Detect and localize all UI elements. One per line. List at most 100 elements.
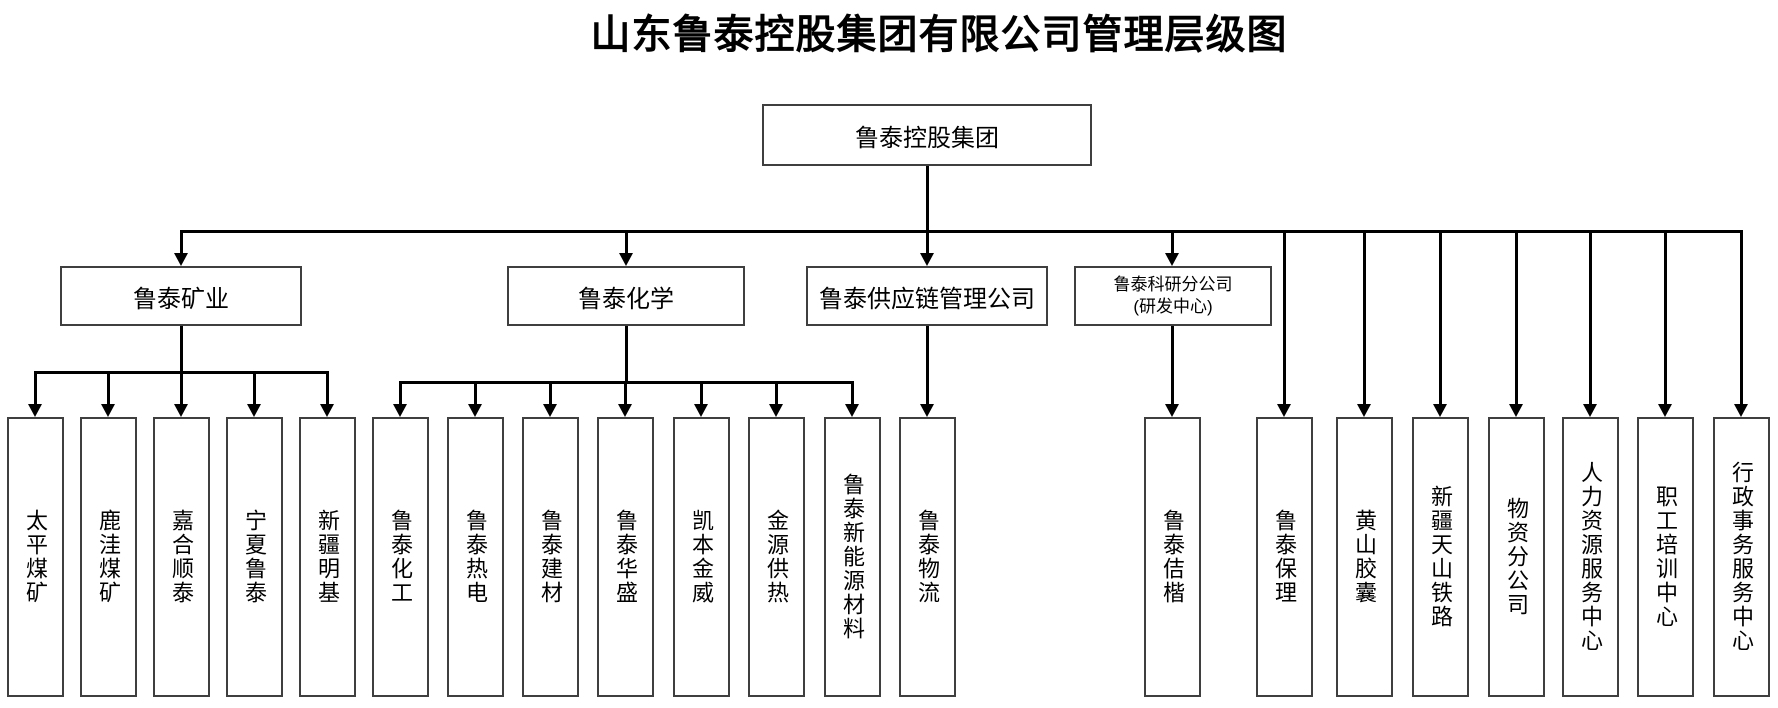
org-headquarters-unit-node: 物资分公司 — [1487, 417, 1545, 697]
arrow-down-icon — [1734, 404, 1748, 417]
connector-vertical-line — [548, 382, 552, 406]
org-subsidiary-node: 鲁泰建材 — [521, 417, 579, 697]
org-headquarters-unit-node: 职工培训中心 — [1636, 417, 1694, 697]
org-headquarters-unit-node: 鲁泰保理 — [1255, 417, 1313, 697]
org-subsidiary-node: 鲁泰热电 — [446, 417, 504, 697]
connector-vertical-line — [1362, 231, 1366, 406]
org-leaf-label: 鲁泰化工 — [388, 509, 413, 605]
connector-vertical-line — [1663, 231, 1667, 406]
arrow-down-icon — [1165, 404, 1179, 417]
org-leaf-label: 鲁泰佶楷 — [1160, 509, 1185, 605]
arrow-down-icon — [1583, 404, 1597, 417]
arrow-down-icon — [845, 404, 859, 417]
org-subsidiary-node: 金源供热 — [747, 417, 805, 697]
arrow-down-icon — [174, 404, 188, 417]
connector-vertical-line — [252, 372, 256, 406]
org-leaf-label: 凯本金威 — [689, 509, 714, 605]
org-leaf-label: 鲁泰华盛 — [613, 509, 638, 605]
arrow-down-icon — [694, 404, 708, 417]
arrow-down-icon — [1433, 404, 1447, 417]
org-leaf-label: 嘉合顺泰 — [169, 509, 194, 605]
connector-vertical-line — [850, 382, 854, 406]
arrow-down-icon — [28, 404, 42, 417]
org-leaf-label: 黄山胶囊 — [1352, 509, 1377, 605]
org-division-node-2: 鲁泰供应链管理公司 — [806, 266, 1048, 326]
org-leaf-label: 鹿洼煤矿 — [96, 509, 121, 605]
org-subsidiary-node: 鲁泰佶楷 — [1143, 417, 1201, 697]
connector-vertical-line — [33, 372, 37, 406]
org-leaf-label: 鲁泰热电 — [463, 509, 488, 605]
connector-vertical-line — [1514, 231, 1518, 406]
connector-vertical-line — [623, 382, 627, 406]
connector-vertical-line — [1438, 231, 1442, 406]
connector-vertical-line — [1170, 231, 1174, 255]
org-root-node: 鲁泰控股集团 — [762, 104, 1092, 166]
arrow-down-icon — [1658, 404, 1672, 417]
arrow-down-icon — [920, 404, 934, 417]
connector-vertical-line — [179, 231, 183, 255]
arrow-down-icon — [393, 404, 407, 417]
connector-vertical-line — [179, 326, 183, 374]
org-leaf-label: 太平煤矿 — [23, 509, 48, 605]
org-headquarters-unit-node: 新疆天山铁路 — [1411, 417, 1469, 697]
root-stem-line — [925, 166, 929, 255]
org-division-node-1: 鲁泰化学 — [507, 266, 745, 326]
org-leaf-label: 鲁泰新能源材料 — [840, 473, 865, 641]
arrow-down-icon — [247, 404, 261, 417]
connector-vertical-line — [624, 231, 628, 255]
org-subsidiary-node: 嘉合顺泰 — [152, 417, 210, 697]
org-headquarters-unit-node: 黄山胶囊 — [1335, 417, 1393, 697]
arrow-down-icon — [1509, 404, 1523, 417]
connector-vertical-line — [624, 326, 628, 384]
connector-vertical-line — [925, 326, 929, 406]
org-subsidiary-node: 鹿洼煤矿 — [79, 417, 137, 697]
connector-vertical-line — [1588, 231, 1592, 406]
main-connector-line — [179, 229, 1743, 233]
org-subsidiary-node: 鲁泰物流 — [898, 417, 956, 697]
org-headquarters-unit-node: 行政事务服务中心 — [1712, 417, 1770, 697]
org-leaf-label: 金源供热 — [764, 509, 789, 605]
org-subsidiary-node: 鲁泰化工 — [371, 417, 429, 697]
org-leaf-label: 鲁泰建材 — [538, 509, 563, 605]
arrow-down-icon — [468, 404, 482, 417]
org-division-node-0: 鲁泰矿业 — [60, 266, 302, 326]
arrow-down-icon — [101, 404, 115, 417]
org-leaf-label: 人力资源服务中心 — [1578, 461, 1603, 653]
org-division-label-line: 鲁泰科研分公司 — [1113, 274, 1233, 294]
org-subsidiary-node: 新疆明基 — [298, 417, 356, 697]
arrow-down-icon — [320, 404, 334, 417]
arrow-down-icon — [619, 253, 633, 266]
arrow-down-icon — [769, 404, 783, 417]
org-headquarters-unit-node: 人力资源服务中心 — [1561, 417, 1619, 697]
org-division-node-3: 鲁泰科研分公司 (研发中心) — [1074, 266, 1272, 326]
arrow-down-icon — [1165, 253, 1179, 266]
arrow-down-icon — [543, 404, 557, 417]
org-division-label-line: (研发中心) — [1133, 297, 1213, 316]
connector-vertical-line — [774, 382, 778, 406]
connector-vertical-line — [106, 372, 110, 406]
arrow-down-icon — [920, 253, 934, 266]
org-leaf-label: 行政事务服务中心 — [1729, 461, 1754, 653]
org-subsidiary-node: 凯本金威 — [672, 417, 730, 697]
org-subsidiary-node: 宁夏鲁泰 — [225, 417, 283, 697]
arrow-down-icon — [618, 404, 632, 417]
arrow-down-icon — [174, 253, 188, 266]
diagram-title: 山东鲁泰控股集团有限公司管理层级图 — [590, 12, 1288, 57]
connector-vertical-line — [699, 382, 703, 406]
org-subsidiary-node: 太平煤矿 — [6, 417, 64, 697]
org-leaf-label: 职工培训中心 — [1653, 485, 1678, 629]
org-leaf-label: 鲁泰保理 — [1272, 509, 1297, 605]
org-leaf-label: 新疆天山铁路 — [1428, 485, 1453, 629]
org-leaf-label: 新疆明基 — [315, 509, 340, 605]
connector-vertical-line — [1170, 326, 1174, 406]
connector-vertical-line — [1282, 231, 1286, 406]
org-subsidiary-node: 鲁泰新能源材料 — [823, 417, 881, 697]
arrow-down-icon — [1357, 404, 1371, 417]
org-leaf-label: 鲁泰物流 — [915, 509, 940, 605]
connector-vertical-line — [1739, 231, 1743, 406]
org-subsidiary-node: 鲁泰华盛 — [596, 417, 654, 697]
org-leaf-label: 宁夏鲁泰 — [242, 509, 267, 605]
org-leaf-label: 物资分公司 — [1504, 497, 1529, 617]
arrow-down-icon — [1277, 404, 1291, 417]
